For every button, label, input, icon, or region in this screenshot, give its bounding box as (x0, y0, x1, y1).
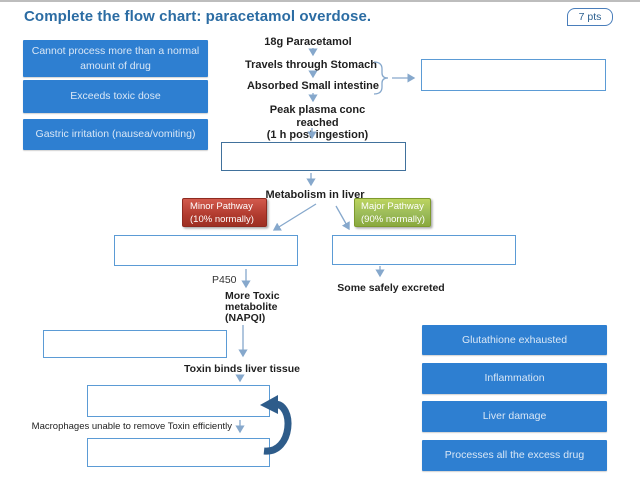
points-badge: 7 pts (567, 8, 613, 26)
arrow-metabolism-to-major (335, 205, 350, 231)
flow-node-toxin-binds: Toxin binds liver tissue (184, 363, 300, 375)
drop-zone-toxin-effect[interactable] (87, 385, 270, 417)
flow-node-macrophages: Macrophages unable to remove Toxin effic… (31, 421, 232, 432)
drop-zone-before-toxin-binds[interactable] (43, 330, 227, 358)
major-pathway-tag: Major Pathway (90% normally) (354, 198, 431, 227)
flow-node-p450: P450 (212, 274, 237, 286)
flow-node-peak-plasma: Peak plasma conc reached (1 h post inges… (266, 104, 369, 142)
drop-zone-after-peak-plasma[interactable] (221, 142, 406, 171)
drop-zone-major-pathway[interactable] (332, 235, 516, 265)
flow-node-start: 18g Paracetamol (264, 36, 352, 48)
arrow-metabolism-to-minor (272, 203, 317, 231)
flow-node-napqi: More Toxic metabolite (NAPQI) (225, 290, 280, 325)
flow-node-intestine: Absorbed Small intestine (246, 80, 380, 92)
page-title: Complete the flow chart: paracetamol ove… (24, 8, 372, 25)
drop-zone-minor-pathway[interactable] (114, 235, 298, 266)
answer-chip-cannot-process[interactable]: Cannot process more than a normal amount… (23, 40, 208, 77)
answer-chip-inflammation[interactable]: Inflammation (422, 363, 607, 394)
flow-node-metabolism: Metabolism in liver (265, 189, 365, 201)
answer-chip-gastric-irritation[interactable]: Gastric irritation (nausea/vomiting) (23, 119, 208, 150)
drop-zone-loop-result[interactable] (87, 438, 270, 467)
answer-chip-processes-excess-drug[interactable]: Processes all the excess drug (422, 440, 607, 471)
drop-zone-absorption-effect[interactable] (421, 59, 606, 91)
answer-chip-liver-damage[interactable]: Liver damage (422, 401, 607, 432)
flow-node-stomach: Travels through Stomach (244, 59, 378, 71)
minor-pathway-tag: Minor Pathway (10% normally) (182, 198, 267, 227)
answer-chip-exceeds-toxic-dose[interactable]: Exceeds toxic dose (23, 80, 208, 113)
answer-chip-glutathione-exhausted[interactable]: Glutathione exhausted (422, 325, 607, 355)
flow-node-safely-excreted: Some safely excreted (337, 282, 445, 294)
